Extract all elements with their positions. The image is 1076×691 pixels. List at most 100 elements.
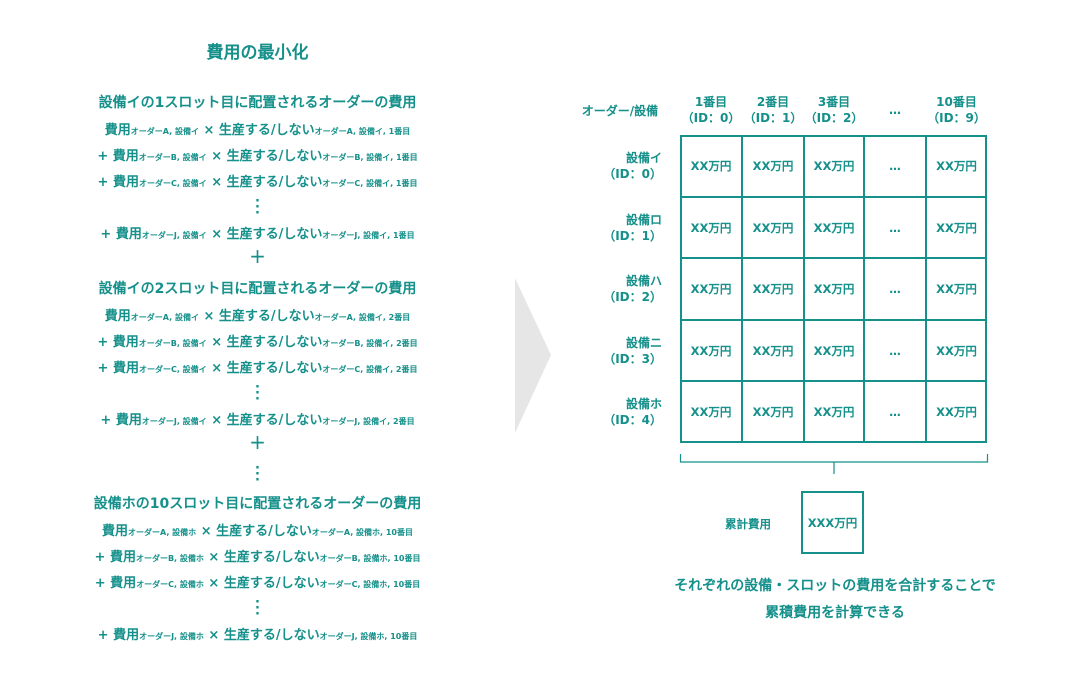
times-sign: × bbox=[206, 149, 227, 164]
matrix-cell: … bbox=[889, 405, 901, 419]
cost-term: + 費用オーダーJ, 設備ホ × 生産する/しないオーダーJ, 設備ホ, 10番… bbox=[0, 624, 515, 643]
matrix-cell: … bbox=[889, 159, 901, 173]
column-header-title: … bbox=[889, 103, 901, 117]
decision-subscript: オーダーB, 設備ホ, 10番目 bbox=[319, 554, 421, 563]
matrix-cell: XX万円 bbox=[752, 405, 794, 419]
cost-grid: XX万円 XX万円 XX万円 … XX万円 XX万円 XX万円 XX万円 … XX万円 XX万円 XX… bbox=[680, 135, 987, 443]
cost-term: + 費用オーダーC, 設備ホ × 生産する/しないオーダーC, 設備ホ, 10番… bbox=[0, 572, 515, 591]
cost-term: + 費用オーダーJ, 設備イ × 生産する/しないオーダーJ, 設備イ, 1番目 bbox=[0, 223, 515, 242]
cost-label: 費用 bbox=[104, 123, 131, 138]
times-sign: × bbox=[206, 335, 227, 350]
times-sign: × bbox=[198, 123, 219, 138]
plus-sign: + bbox=[100, 413, 116, 428]
total-cost-box: XXX万円 bbox=[801, 491, 864, 554]
row-header-id: （ID：1） bbox=[603, 228, 662, 243]
times-sign: × bbox=[203, 628, 224, 643]
matrix-cell: XX万円 bbox=[813, 405, 855, 419]
decision-label: 生産する/しない bbox=[226, 175, 323, 190]
sum-plus: + bbox=[249, 430, 266, 454]
matrix-cell: XX万円 bbox=[690, 343, 732, 358]
vertical-ellipsis: ··· bbox=[255, 194, 260, 221]
matrix-cell: XX万円 bbox=[813, 159, 855, 173]
decision-subscript: オーダーJ, 設備ホ, 10番目 bbox=[319, 632, 418, 641]
row-header-title: 設備ロ bbox=[625, 212, 662, 227]
cost-subscript: オーダーC, 設備ホ bbox=[136, 580, 204, 589]
section-title: 設備イの2スロット目に配置されるオーダーの費用 bbox=[98, 281, 417, 297]
cost-subscript: オーダーB, 設備イ bbox=[138, 339, 207, 348]
cost-subscript: オーダーA, 設備イ bbox=[130, 127, 199, 136]
matrix-cell: XX万円 bbox=[752, 343, 794, 358]
decision-label: 生産する/しない bbox=[223, 628, 320, 643]
column-header-id: （ID：9） bbox=[927, 111, 986, 125]
cost-term: + 費用オーダーC, 設備イ × 生産する/しないオーダーC, 設備イ, 1番目 bbox=[0, 171, 515, 190]
cost-label: 費用 bbox=[112, 361, 139, 376]
matrix-cell: XX万円 bbox=[752, 282, 794, 296]
times-sign: × bbox=[203, 576, 224, 591]
total-cost-label: 累計費用 bbox=[725, 517, 771, 531]
matrix-cell: XX万円 bbox=[936, 159, 977, 173]
cost-subscript: オーダーA, 設備ホ bbox=[128, 528, 197, 537]
decision-label: 生産する/しない bbox=[223, 576, 320, 591]
cost-term: + 費用オーダーB, 設備ホ × 生産する/しないオーダーB, 設備ホ, 10番… bbox=[0, 546, 515, 565]
column-header-title: 10番目 bbox=[936, 95, 977, 109]
cost-term: 費用オーダーA, 設備ホ × 生産する/しないオーダーA, 設備ホ, 10番目 bbox=[0, 520, 515, 539]
cost-subscript: オーダーJ, 設備イ bbox=[141, 417, 207, 426]
column-header-id: （ID：1） bbox=[743, 111, 803, 125]
times-sign: × bbox=[206, 361, 227, 376]
cost-subscript: オーダーC, 設備イ bbox=[138, 179, 207, 188]
conclusion-line-2: 累積費用を計算できる bbox=[765, 605, 905, 621]
cost-term: 費用オーダーA, 設備イ × 生産する/しないオーダーA, 設備イ, 1番目 bbox=[0, 119, 515, 138]
matrix-cell: XX万円 bbox=[936, 220, 977, 235]
row-header: 設備ニ（ID：3） bbox=[590, 335, 662, 367]
cost-term: + 費用オーダーB, 設備イ × 生産する/しないオーダーB, 設備イ, 2番目 bbox=[0, 331, 515, 350]
plus-sign: + bbox=[97, 149, 113, 164]
section-title: 設備ホの10スロット目に配置されるオーダーの費用 bbox=[93, 496, 422, 512]
column-header-title: 2番目 bbox=[756, 95, 790, 109]
column-header-id: （ID：0） bbox=[681, 111, 741, 125]
cost-term: + 費用オーダーJ, 設備イ × 生産する/しないオーダーJ, 設備イ, 2番目 bbox=[0, 409, 515, 428]
times-sign: × bbox=[196, 524, 217, 539]
decision-subscript: オーダーA, 設備イ, 1番目 bbox=[314, 127, 411, 136]
cost-formula-panel: 設備イの1スロット目に配置されるオーダーの費用費用オーダーA, 設備イ × 生産… bbox=[0, 0, 515, 691]
cost-label: 費用 bbox=[115, 227, 142, 242]
decision-subscript: オーダーB, 設備イ, 2番目 bbox=[322, 339, 418, 348]
decision-subscript: オーダーB, 設備イ, 1番目 bbox=[322, 153, 418, 162]
decision-subscript: オーダーJ, 設備イ, 1番目 bbox=[322, 231, 415, 240]
cost-subscript: オーダーC, 設備イ bbox=[138, 365, 207, 374]
cost-label: 費用 bbox=[113, 628, 140, 643]
cost-label: 費用 bbox=[115, 413, 142, 428]
decision-label: 生産する/しない bbox=[226, 335, 323, 350]
cost-term: + 費用オーダーC, 設備イ × 生産する/しないオーダーC, 設備イ, 2番目 bbox=[0, 357, 515, 376]
sum-bracket bbox=[679, 454, 989, 474]
matrix-cell: XX万円 bbox=[813, 220, 855, 235]
decision-subscript: オーダーC, 設備ホ, 10番目 bbox=[319, 580, 421, 589]
column-header-title: 3番目 bbox=[817, 95, 851, 109]
row-header: 設備ハ（ID：2） bbox=[590, 273, 662, 305]
matrix-cell: XX万円 bbox=[690, 159, 732, 173]
decision-label: 生産する/しない bbox=[226, 149, 323, 164]
decision-label: 生産する/しない bbox=[226, 227, 323, 242]
matrix-cell: XX万円 bbox=[752, 220, 794, 235]
column-header-title: 1番目 bbox=[694, 95, 728, 109]
column-header-id: （ID：2） bbox=[804, 111, 864, 125]
cost-label: 費用 bbox=[101, 524, 128, 539]
vertical-ellipsis: ··· bbox=[255, 461, 260, 488]
column-header: 3番目 （ID：2） bbox=[804, 94, 864, 126]
row-header-title: 設備ニ bbox=[625, 335, 662, 350]
cost-subscript: オーダーA, 設備イ bbox=[130, 313, 199, 322]
cost-label: 費用 bbox=[112, 175, 139, 190]
vertical-ellipsis: ··· bbox=[255, 595, 260, 622]
section-title: 設備イの1スロット目に配置されるオーダーの費用 bbox=[98, 95, 417, 111]
cost-label: 費用 bbox=[112, 149, 139, 164]
decision-subscript: オーダーA, 設備ホ, 10番目 bbox=[311, 528, 413, 537]
cost-subscript: オーダーB, 設備ホ bbox=[135, 554, 204, 563]
row-header-id: （ID：4） bbox=[603, 413, 662, 427]
column-header: 10番目 （ID：9） bbox=[926, 94, 987, 126]
row-header-id: （ID：3） bbox=[603, 351, 662, 366]
row-header-title: 設備ホ bbox=[625, 397, 662, 411]
cost-subscript: オーダーJ, 設備ホ bbox=[139, 632, 204, 641]
corner-header: オーダー/設備 bbox=[581, 104, 659, 118]
cost-subscript: オーダーJ, 設備イ bbox=[141, 231, 207, 240]
plus-sign: + bbox=[97, 628, 114, 643]
matrix-cell: … bbox=[889, 220, 901, 235]
